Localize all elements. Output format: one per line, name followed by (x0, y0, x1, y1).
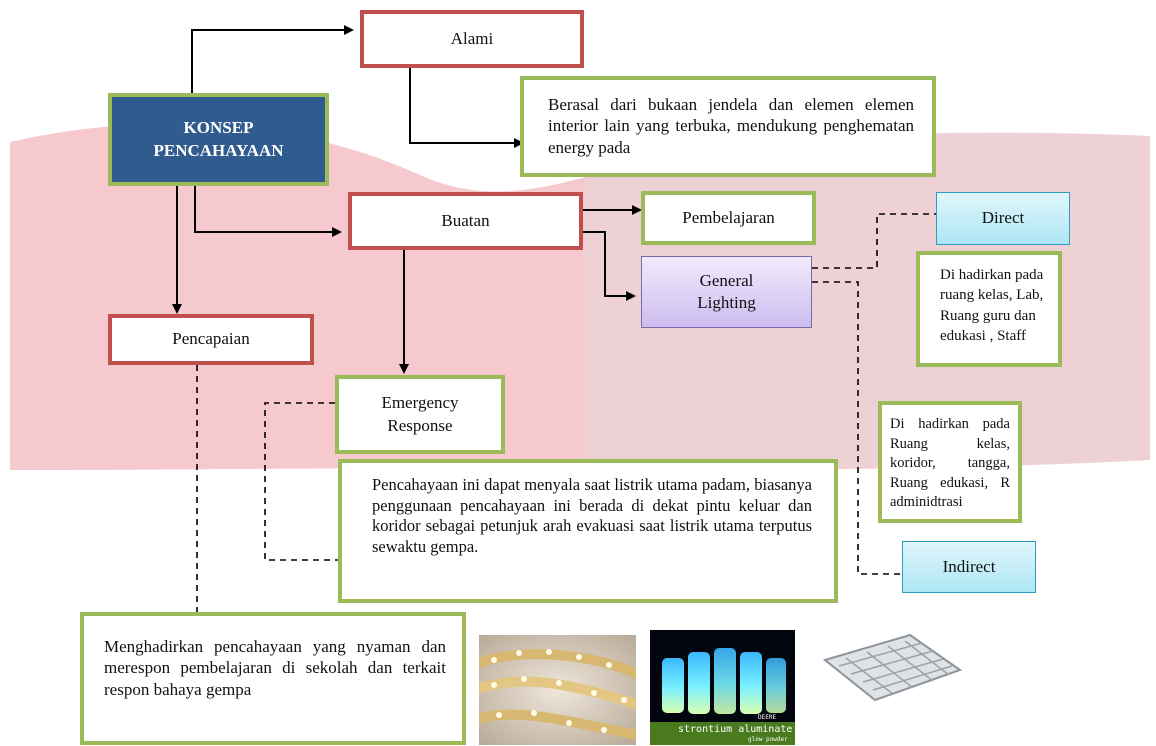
glow-label: strontium aluminate (678, 724, 793, 735)
buatan-box: Buatan (348, 192, 583, 250)
emergency-response-box: Emergency Response (335, 375, 505, 454)
direct-box: Direct (936, 192, 1070, 245)
alami-description: Berasal dari bukaan jendela dan elemen e… (548, 95, 914, 157)
indirect-description: Di hadirkan pada Ruang kelas, koridor, t… (890, 416, 1010, 511)
general-lighting-box: General Lighting (641, 256, 812, 328)
indirect-box: Indirect (902, 541, 1036, 593)
pencapaian-description: Menghadirkan pencahayaan yang nyaman dan… (104, 637, 446, 699)
konsep-pencahayaan-box: KONSEP PENCAHAYAAN (108, 93, 329, 186)
direct-description: Di hadirkan pada ruang kelas, Lab, Ruang… (940, 267, 1044, 344)
glow-brand: DEERE (758, 714, 777, 721)
louver-lamp-image (815, 630, 965, 710)
direct-description-box: Di hadirkan pada ruang kelas, Lab, Ruang… (916, 251, 1062, 367)
emergency-response-label: Emergency Response (381, 393, 459, 435)
pencapaian-label: Pencapaian (172, 329, 250, 349)
indirect-label: Indirect (942, 556, 996, 576)
pembelajaran-label: Pembelajaran (682, 207, 775, 227)
alami-description-box: Berasal dari bukaan jendela dan elemen e… (520, 76, 936, 177)
indirect-description-box: Di hadirkan pada Ruang kelas, koridor, t… (878, 401, 1022, 523)
emergency-description-box: Pencahayaan ini dapat menyala saat listr… (338, 459, 838, 603)
pembelajaran-box: Pembelajaran (641, 191, 816, 245)
emergency-description: Pencahayaan ini dapat menyala saat listr… (372, 475, 812, 556)
alami-label: Alami (450, 28, 494, 48)
buatan-label: Buatan (441, 210, 490, 230)
direct-label: Direct (981, 208, 1025, 228)
pencapaian-box: Pencapaian (108, 314, 314, 365)
konsep-pencahayaan-label: KONSEP PENCAHAYAAN (153, 118, 284, 160)
pencapaian-description-box: Menghadirkan pencahayaan yang nyaman dan… (80, 612, 466, 745)
led-strip-image (479, 635, 636, 745)
alami-box: Alami (360, 10, 584, 68)
general-lighting-label: General Lighting (697, 270, 756, 312)
glow-powder-image: DEERE strontium aluminate glow powder (650, 630, 795, 745)
glow-sublabel: glow powder (748, 736, 788, 743)
